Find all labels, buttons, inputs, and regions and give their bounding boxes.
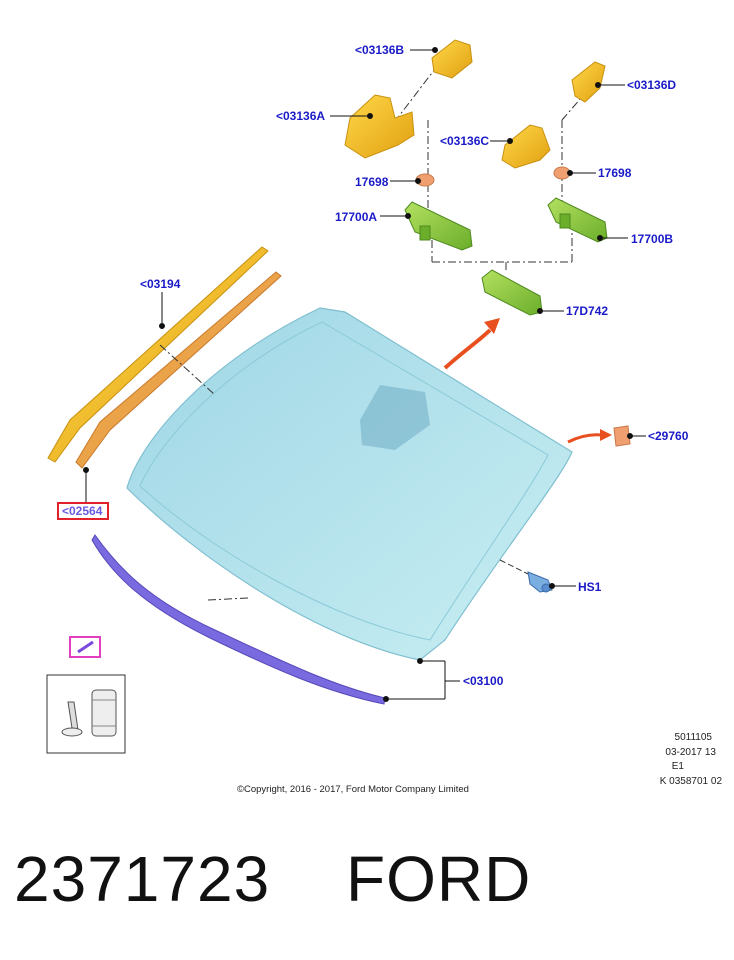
mirror-cover-03136A (344, 94, 415, 159)
doc-info-line2: 03-2017 13 (665, 747, 716, 758)
label-29760: <29760 (648, 429, 689, 443)
label-17700A: 17700A (335, 210, 377, 224)
label-02564: <02564 (62, 504, 103, 518)
bolt-hs1 (527, 571, 553, 593)
mirror-cover-03136D (571, 61, 606, 103)
part-number: 2371723 (14, 843, 271, 915)
doc-info-line3: E1 (672, 761, 685, 772)
label-17698-left: 17698 (355, 175, 389, 189)
leader-lines (159, 64, 589, 601)
highlight-box-02564 (57, 502, 109, 520)
doc-info-line1: 5011105 (675, 732, 713, 743)
windshield-glass (126, 307, 573, 661)
label-03136A: <03136A (276, 109, 325, 123)
label-03100: <03100 (463, 674, 504, 688)
upper-molding-03194 (47, 246, 269, 463)
arrow-to-mirror (443, 318, 500, 370)
mirror-17D742 (481, 269, 543, 316)
label-17D742: 17D742 (566, 304, 608, 318)
brand-name: FORD (346, 843, 532, 915)
label-hs1: HS1 (578, 580, 602, 594)
arrow-to-clip (567, 429, 612, 444)
mirror-17700B (547, 197, 608, 243)
label-03136C: <03136C (440, 134, 489, 148)
label-03136B: <03136B (355, 43, 404, 57)
mirror-cover-03136B (431, 39, 473, 79)
doc-info-line4: K 0358701 02 (660, 776, 723, 787)
label-17698-right: 17698 (598, 166, 632, 180)
callout-connectors (83, 47, 646, 702)
clip-29760 (613, 425, 631, 447)
adhesive-kit (46, 636, 126, 754)
label-03136D: <03136D (627, 78, 676, 92)
label-03194: <03194 (140, 277, 181, 291)
mirror-cover-03136C (501, 124, 551, 169)
copyright: ©Copyright, 2016 - 2017, Ford Motor Comp… (237, 784, 469, 795)
mirror-17700A (404, 201, 473, 251)
lower-molding-03100 (91, 534, 386, 705)
seal-02564 (75, 271, 282, 469)
label-17700B: 17700B (631, 232, 673, 246)
